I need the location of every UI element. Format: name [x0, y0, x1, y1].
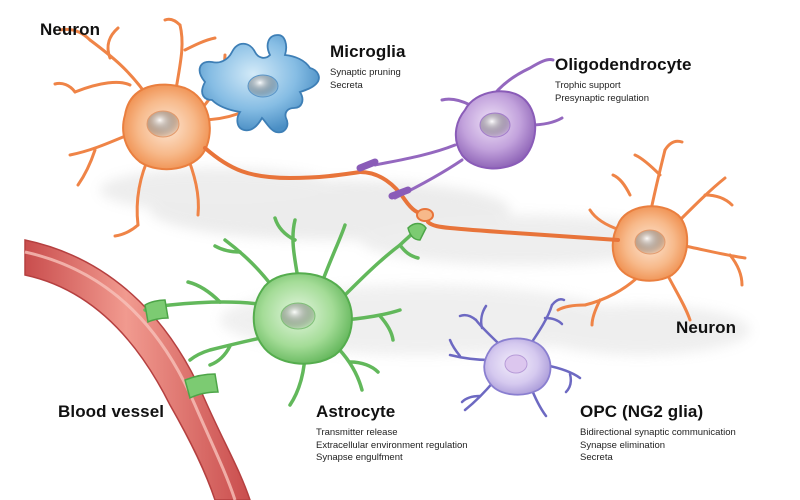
astrocyte-desc: Transmitter release Extracellular enviro… [316, 427, 468, 465]
microglia-line-2: Secreta [330, 79, 363, 91]
microglia-cell [198, 34, 320, 134]
astrocyte-label-group: Astrocyte Transmitter release Extracellu… [316, 402, 468, 465]
oligodendrocyte-title: Oligodendrocyte [555, 55, 692, 74]
blood-vessel-label: Blood vessel [58, 402, 165, 421]
opc-title: OPC (NG2 glia) [580, 402, 704, 421]
oligodendrocyte-line-1: Trophic support [555, 80, 621, 91]
neuron-top-label: Neuron [40, 20, 101, 39]
oligodendrocyte-cell [356, 58, 564, 200]
opc-line-2: Synapse elimination [580, 439, 666, 451]
neuron-right-label: Neuron [676, 318, 737, 337]
astrocyte-cell [143, 216, 427, 407]
microglia-line-1: Synaptic pruning [330, 67, 401, 78]
astrocyte-line-1: Transmitter release [316, 427, 398, 438]
microglia-desc: Synaptic pruning Secreta [330, 67, 406, 92]
blood-vessel [24, 239, 251, 500]
oligodendrocyte-desc: Trophic support Presynaptic regulation [555, 80, 692, 105]
oligodendrocyte-label-group: Oligodendrocyte Trophic support Presynap… [555, 55, 692, 105]
opc-line-3: Secreta [580, 452, 613, 463]
opc-cell [448, 297, 582, 418]
microglia-title: Microglia [330, 42, 406, 61]
opc-line-1: Bidirectional synaptic communication [580, 427, 736, 438]
neuron-top-cell [53, 17, 434, 238]
opc-label-group: OPC (NG2 glia) Bidirectional synaptic co… [580, 402, 736, 465]
neuron-right-cell [426, 139, 747, 327]
astrocyte-title: Astrocyte [316, 402, 396, 421]
oligodendrocyte-line-2: Presynaptic regulation [555, 92, 649, 104]
opc-desc: Bidirectional synaptic communication Syn… [580, 427, 736, 465]
microglia-label-group: Microglia Synaptic pruning Secreta [330, 42, 406, 92]
astrocyte-line-2: Extracellular environment regulation [316, 439, 468, 451]
astrocyte-line-3: Synapse engulfment [316, 452, 403, 463]
